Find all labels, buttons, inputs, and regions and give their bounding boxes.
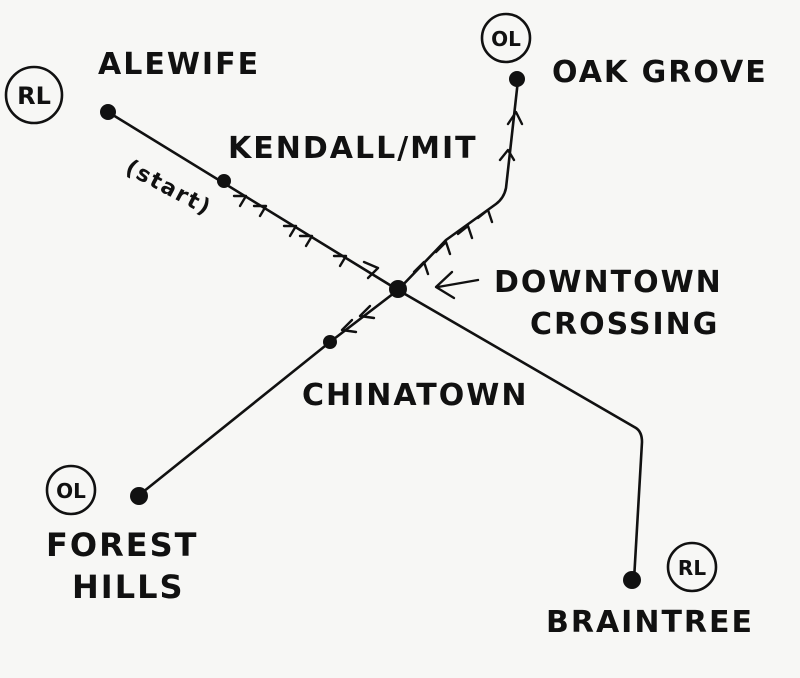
start-note: (start) [121, 155, 216, 221]
kendall-stop [217, 174, 231, 188]
forest-hills-label-line1: FOREST [46, 526, 198, 564]
alewife-label: ALEWIFE [98, 47, 260, 82]
forest-hills-label-line2: HILLS [72, 568, 185, 606]
svg-text:OL: OL [56, 479, 86, 503]
downtown-crossing-label-line2: CROSSING [530, 307, 719, 342]
braintree-label: BRAINTREE [546, 605, 754, 640]
chinatown-label: CHINATOWN [302, 378, 528, 413]
red-line-route [106, 110, 644, 582]
downtown-crossing-label-line1: DOWNTOWN [494, 265, 723, 300]
svg-text:RL: RL [678, 556, 706, 580]
chinatown-stop [323, 335, 337, 349]
orange-line-south-arrows [340, 304, 376, 334]
downtown-crossing-stop [389, 280, 407, 298]
alewife-stop [100, 104, 116, 120]
orange-line-north-arrows [412, 110, 524, 276]
orange-line-badge-forest-hills: OL [45, 464, 97, 516]
red-line-badge-alewife: RL [4, 65, 64, 125]
oak-grove-label: OAK GROVE [552, 55, 768, 90]
svg-text:OL: OL [491, 27, 521, 51]
kendall-label: KENDALL/MIT [228, 131, 478, 166]
red-line-badge-braintree: RL [666, 541, 718, 593]
left-arrow-icon [434, 270, 480, 300]
forest-hills-stop [130, 487, 148, 505]
orange-line-badge-oak-grove: OL [480, 12, 532, 64]
red-line-direction-arrows [232, 194, 380, 280]
braintree-stop [623, 571, 641, 589]
svg-text:RL: RL [17, 82, 51, 110]
oak-grove-stop [509, 71, 525, 87]
